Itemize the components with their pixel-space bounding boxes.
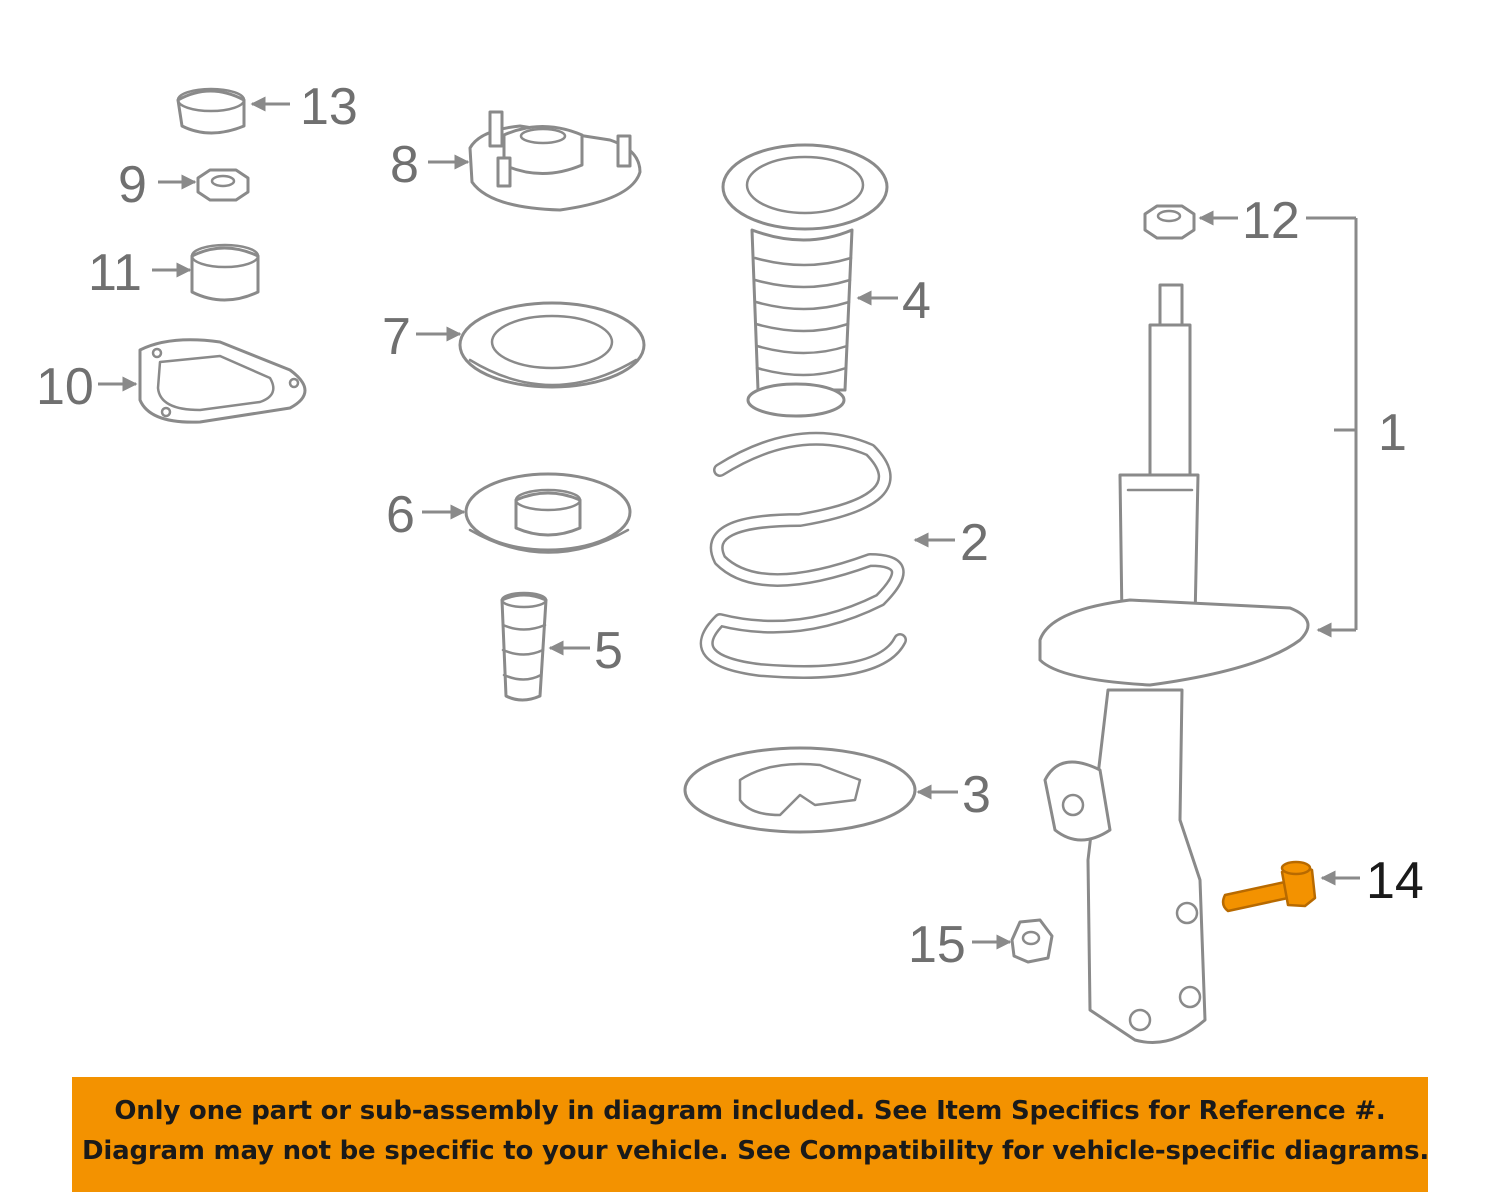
callout-7: 7 xyxy=(382,308,411,366)
part-12-nut xyxy=(1143,204,1196,240)
callout-11: 11 xyxy=(88,244,142,302)
callout-15: 15 xyxy=(908,916,966,974)
part-14-bolt xyxy=(1221,860,1317,913)
part-1-strut-assembly xyxy=(1038,283,1310,1044)
part-2-coil-spring xyxy=(699,431,907,679)
callout-4: 4 xyxy=(902,272,931,330)
callout-6: 6 xyxy=(386,486,415,544)
part-6-seat xyxy=(464,472,632,554)
part-10-gasket xyxy=(138,338,307,424)
parts-diagram: 13 9 11 10 8 7 6 5 4 2 3 12 1 14 15 xyxy=(36,78,1424,1044)
callout-9: 9 xyxy=(118,156,147,214)
disclaimer-banner: Only one part or sub-assembly in diagram… xyxy=(72,1077,1430,1192)
callout-12: 12 xyxy=(1242,192,1300,250)
callout-1: 1 xyxy=(1378,404,1407,462)
part-15-nut xyxy=(1010,918,1054,964)
part-8-upper-mount xyxy=(468,110,642,212)
part-13-cap xyxy=(176,87,246,135)
callout-2: 2 xyxy=(960,514,989,572)
callout-3: 3 xyxy=(962,766,991,824)
callout-8: 8 xyxy=(390,136,419,194)
part-4-dust-boot xyxy=(721,143,889,418)
callout-14: 14 xyxy=(1366,852,1424,910)
callout-10: 10 xyxy=(36,358,94,416)
part-11-bushing xyxy=(190,243,260,302)
disclaimer-line-1: Only one part or sub-assembly in diagram… xyxy=(114,1096,1386,1126)
part-3-insulator xyxy=(683,746,917,834)
disclaimer-line-2: Diagram may not be specific to your vehi… xyxy=(82,1136,1430,1166)
callout-5: 5 xyxy=(594,622,623,680)
part-5-bump-stop xyxy=(500,591,548,702)
callout-13: 13 xyxy=(300,78,358,136)
part-7-spring-seat xyxy=(458,301,646,389)
part-9-nut xyxy=(196,168,250,202)
callout-lines xyxy=(98,96,1360,950)
